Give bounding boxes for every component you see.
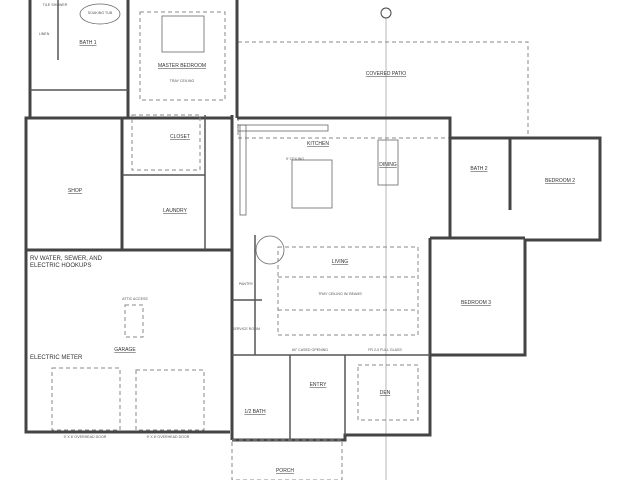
label-shop: SHOP	[68, 188, 83, 194]
label-den: DEN	[380, 390, 391, 396]
room-labels: MASTER BEDROOM TRAY CEILING BATH 1 SOAKI…	[39, 3, 576, 474]
label-entry: ENTRY	[310, 382, 328, 388]
label-dining: DINING	[379, 162, 397, 168]
label-linen: LINEN	[39, 32, 50, 36]
note-full-glass: FR 2-0 FULL GLASS	[368, 348, 402, 352]
label-closet: CLOSET	[170, 134, 190, 140]
label-attic: ATTIC ACCESS	[122, 297, 148, 301]
note-overhead-door-1: 9' X 8' OVERHEAD DOOR	[64, 435, 107, 439]
label-covered-patio: COVERED PATIO	[366, 71, 406, 77]
note-overhead-door-2: 9' X 8' OVERHEAD DOOR	[147, 435, 190, 439]
label-laundry: LAUNDRY	[163, 208, 187, 214]
label-tile-shower: TILE SHOWER	[43, 3, 68, 7]
main-house-walls	[232, 116, 602, 442]
label-service: SERVICE ROOM	[232, 327, 260, 331]
label-pantry: PANTRY	[239, 282, 254, 286]
label-soaking-tub: SOAKING TUB	[88, 11, 113, 15]
label-bedroom3: BEDROOM 3	[461, 300, 491, 306]
master-suite-walls	[28, 0, 239, 120]
label-half-bath: 1/2 BATH	[244, 409, 266, 415]
note-rv-hookups: RV WATER, SEWER, AND ELECTRIC HOOKUPS	[30, 256, 102, 269]
label-garage: GARAGE	[114, 347, 136, 353]
label-bedroom2: BEDROOM 2	[545, 178, 575, 184]
label-living-ceiling: TRAY CEILING W/ BEAMS	[318, 292, 362, 296]
note-electric-meter: ELECTRIC METER	[30, 355, 83, 361]
label-bath2: BATH 2	[470, 166, 487, 172]
porch-outline	[231, 439, 343, 480]
label-kitchen-ceiling: 9' CEILING	[286, 157, 304, 161]
label-master-ceiling: TRAY CEILING	[170, 79, 195, 83]
label-living: LIVING	[332, 259, 349, 265]
note-cased-opening: 60" CASED OPENING	[292, 348, 328, 352]
label-kitchen: KITCHEN	[307, 141, 329, 147]
shop-garage-walls	[24, 114, 234, 440]
covered-patio-outline	[237, 41, 529, 139]
north-arrow-icon	[380, 7, 392, 19]
label-bath1: BATH 1	[79, 40, 96, 46]
label-master-bedroom: MASTER BEDROOM	[158, 63, 206, 69]
label-porch: PORCH	[276, 468, 294, 474]
